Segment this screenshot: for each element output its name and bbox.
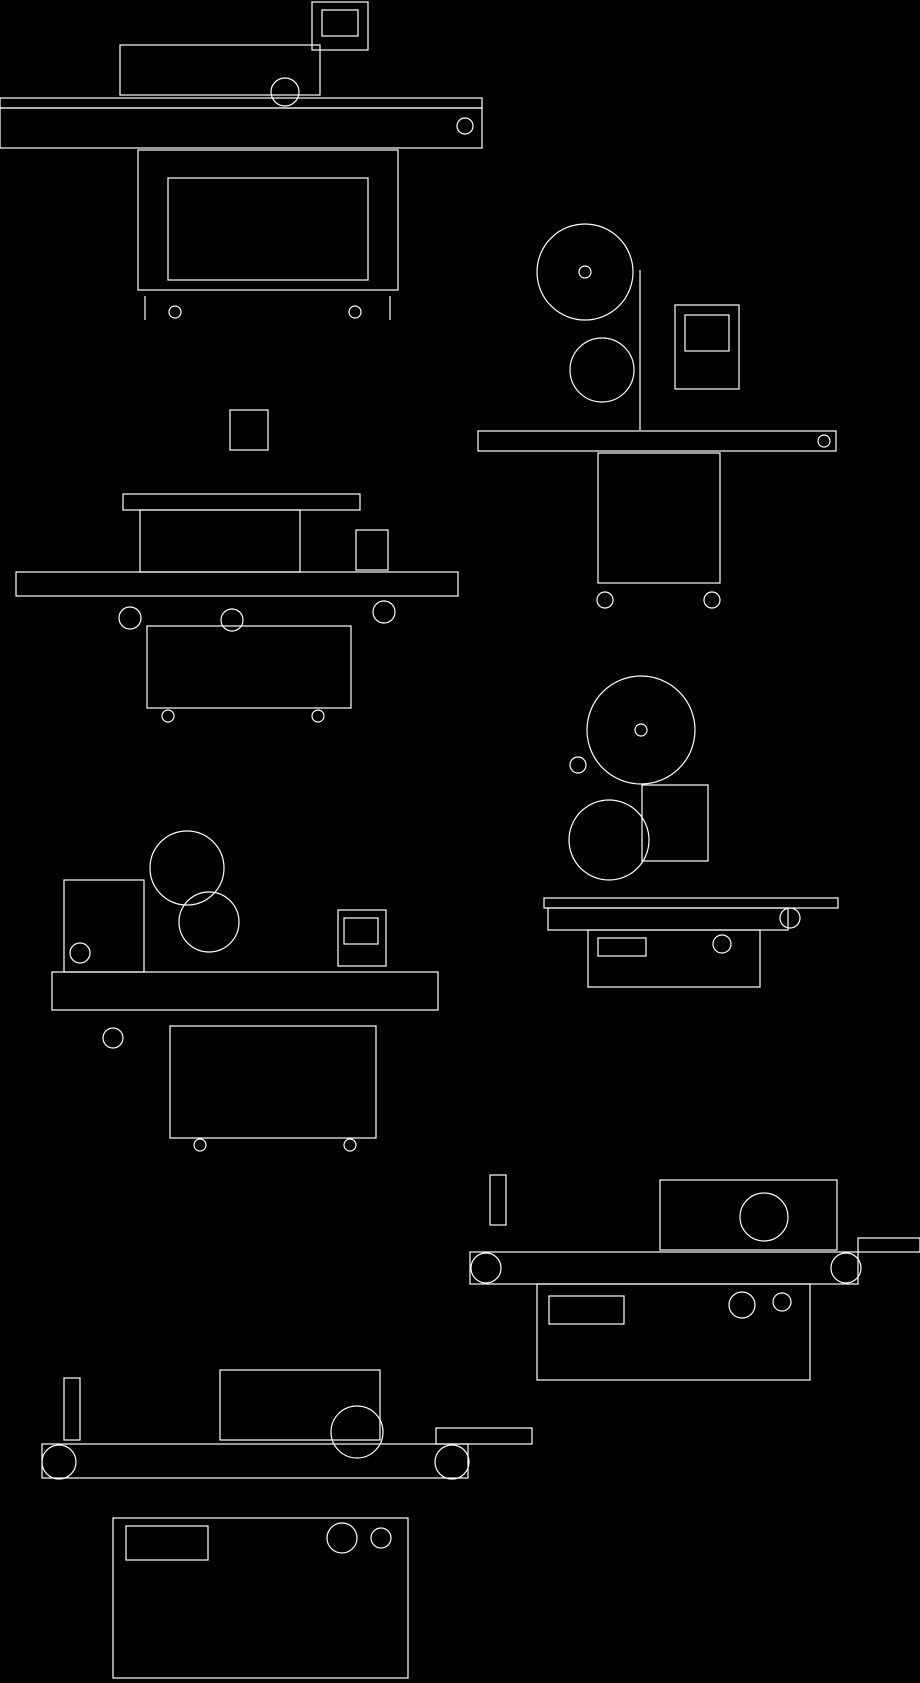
label-reel xyxy=(536,223,634,321)
caster-wheel xyxy=(161,709,175,723)
reel-hub xyxy=(634,723,648,737)
conveyor-pulley xyxy=(830,1252,862,1284)
label-reel xyxy=(149,830,225,906)
machine-6-round-bottle-labeler xyxy=(469,1174,920,1381)
rewind-reel xyxy=(178,891,240,953)
conveyor-pulley xyxy=(456,117,474,135)
control-panel xyxy=(674,304,740,390)
roller xyxy=(372,600,396,624)
conveyor-pulley xyxy=(817,434,831,448)
cabinet xyxy=(146,625,352,709)
cabinet xyxy=(597,452,721,584)
cabinet xyxy=(587,929,761,988)
guide-post xyxy=(489,1174,507,1226)
cabinet xyxy=(112,1517,409,1679)
control-screen xyxy=(343,917,379,945)
conveyor-pulley xyxy=(779,907,801,929)
caster-wheel xyxy=(343,1138,357,1152)
label-roller xyxy=(739,1192,789,1242)
labeling-head xyxy=(219,1369,381,1441)
rewind-reel xyxy=(569,337,635,403)
reel-hub xyxy=(578,265,592,279)
knob xyxy=(569,756,587,774)
machine-5-side-labeler xyxy=(51,830,439,1152)
cabinet-door xyxy=(167,177,369,281)
rewind-reel xyxy=(568,799,650,881)
gauge xyxy=(326,1522,358,1554)
conveyor-frame xyxy=(0,107,483,149)
knob xyxy=(772,1292,792,1312)
machine-1-wraparound-labeler xyxy=(0,1,483,320)
cabinet xyxy=(169,1025,377,1139)
cabinet-window xyxy=(597,937,647,957)
label-reel xyxy=(586,675,696,785)
label-roller xyxy=(270,77,300,107)
cabinet xyxy=(536,1283,811,1381)
control-panel xyxy=(311,1,369,51)
guide-post xyxy=(63,1377,81,1441)
machine-7-round-bottle-labeler xyxy=(41,1369,533,1679)
label-roller xyxy=(330,1405,384,1459)
conveyor-extension xyxy=(435,1427,533,1445)
caster-wheel xyxy=(168,305,182,319)
control-panel xyxy=(337,909,387,967)
control-screen xyxy=(321,9,359,37)
caster-wheel xyxy=(311,709,325,723)
control-panel xyxy=(229,409,269,451)
gauge xyxy=(728,1291,756,1319)
caster-wheel xyxy=(703,591,721,609)
cabinet-window xyxy=(125,1525,209,1561)
machine-2-top-labeler xyxy=(477,223,837,609)
conveyor-pulley xyxy=(434,1444,470,1480)
adjust-wheel xyxy=(102,1027,124,1049)
cabinet-window xyxy=(548,1295,625,1325)
conveyor-pulley xyxy=(41,1444,77,1480)
control-screen xyxy=(684,314,730,352)
conveyor xyxy=(15,571,459,597)
roller xyxy=(220,608,244,632)
conveyor-extension xyxy=(857,1237,920,1253)
machine-4-flat-labeler xyxy=(543,675,839,988)
machine-3-double-side-labeler xyxy=(15,409,459,723)
gauge xyxy=(712,934,732,954)
conveyor-pulley xyxy=(470,1252,502,1284)
labeling-head xyxy=(641,784,709,862)
caster-wheel xyxy=(596,591,614,609)
labeling-head xyxy=(119,44,321,96)
side-box xyxy=(355,529,389,571)
caster-wheel xyxy=(193,1138,207,1152)
knob xyxy=(370,1527,392,1549)
roller xyxy=(69,942,91,964)
labeling-head xyxy=(659,1179,838,1251)
conveyor xyxy=(477,430,837,452)
conveyor xyxy=(51,971,439,1011)
roller xyxy=(118,606,142,630)
caster-wheel xyxy=(348,305,362,319)
cabinet xyxy=(137,149,399,291)
